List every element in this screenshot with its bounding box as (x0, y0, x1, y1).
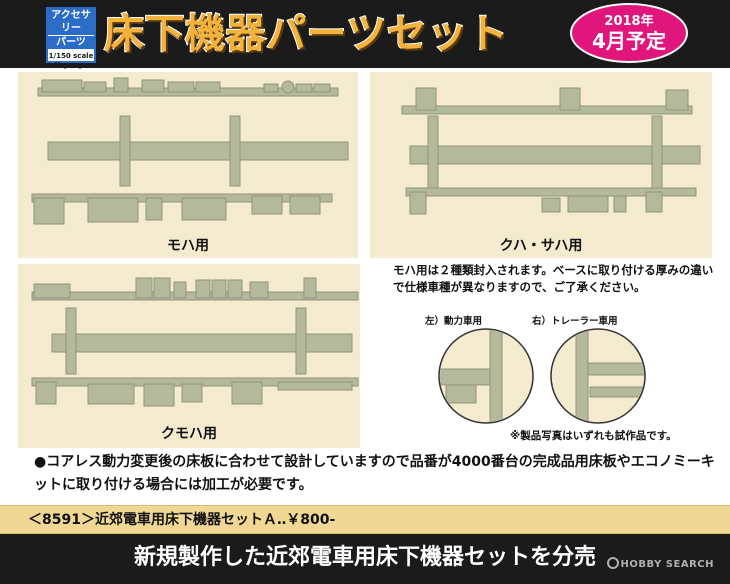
badge-line1: アクセサリー (48, 9, 94, 35)
caption-kuha-saha: クハ・サハ用 (499, 238, 583, 254)
caption-moha: モハ用 (167, 238, 209, 254)
detail-trailer-car-image (550, 328, 646, 424)
kumoha-parts-image (31, 277, 359, 407)
product-bar: ＜8591＞近郊電車用床下機器セットＡ‥￥800- (0, 505, 730, 534)
page-title: 床下機器パーツセット (103, 10, 509, 58)
photo-panel-kumoha: クモハ用 (18, 264, 360, 448)
schedule-month: 4月予定 (592, 29, 666, 53)
photo-panel-kuha-saha: クハ・サハ用 (370, 72, 712, 258)
watermark-icon (606, 557, 619, 569)
badge-line2: パーツ (48, 36, 94, 49)
prototype-note: ※製品写真はいずれも試作品です。 (510, 430, 677, 442)
caption-trailer-car: 右）トレーラー車用 (532, 316, 618, 327)
accessory-parts-badge: アクセサリー パーツ 1/150 scale N-gauge (46, 7, 96, 69)
schedule-year: 2018年 (604, 14, 654, 29)
install-notice: ●コアレス動力変更後の床板に合わせて設計していますので品番が4000番台の完成品… (34, 454, 715, 493)
header-bar: アクセサリー パーツ 1/150 scale N-gauge 床下機器パーツセッ… (0, 0, 730, 69)
badge-scale: 1/150 scale (48, 52, 94, 60)
hobby-search-watermark: HOBBY SEARCH (606, 557, 714, 570)
badge-gauge: N-gauge (54, 61, 88, 69)
product-label: ＜8591＞近郊電車用床下機器セットＡ‥￥800- (28, 512, 336, 528)
watermark-text: HOBBY SEARCH (620, 559, 714, 570)
footer-bar: 新規製作した近郊電車用床下機器セットを分売 HOBBY SEARCH (0, 534, 730, 584)
moha-variant-note: モハ用は２種類封入されます。ベースに取り付ける厚みの違いで仕様車種が異なりますの… (393, 263, 714, 294)
caption-kumoha: クモハ用 (161, 426, 217, 442)
moha-parts-image (31, 77, 349, 225)
caption-power-car: 左）動力車用 (425, 316, 483, 327)
photo-panel-moha: モハ用 (18, 72, 358, 258)
detail-power-car-image (438, 328, 534, 424)
kuha-saha-parts-image (401, 87, 701, 215)
schedule-badge: 2018年 4月予定 (570, 3, 688, 63)
footer-headline: 新規製作した近郊電車用床下機器セットを分売 (133, 545, 596, 570)
